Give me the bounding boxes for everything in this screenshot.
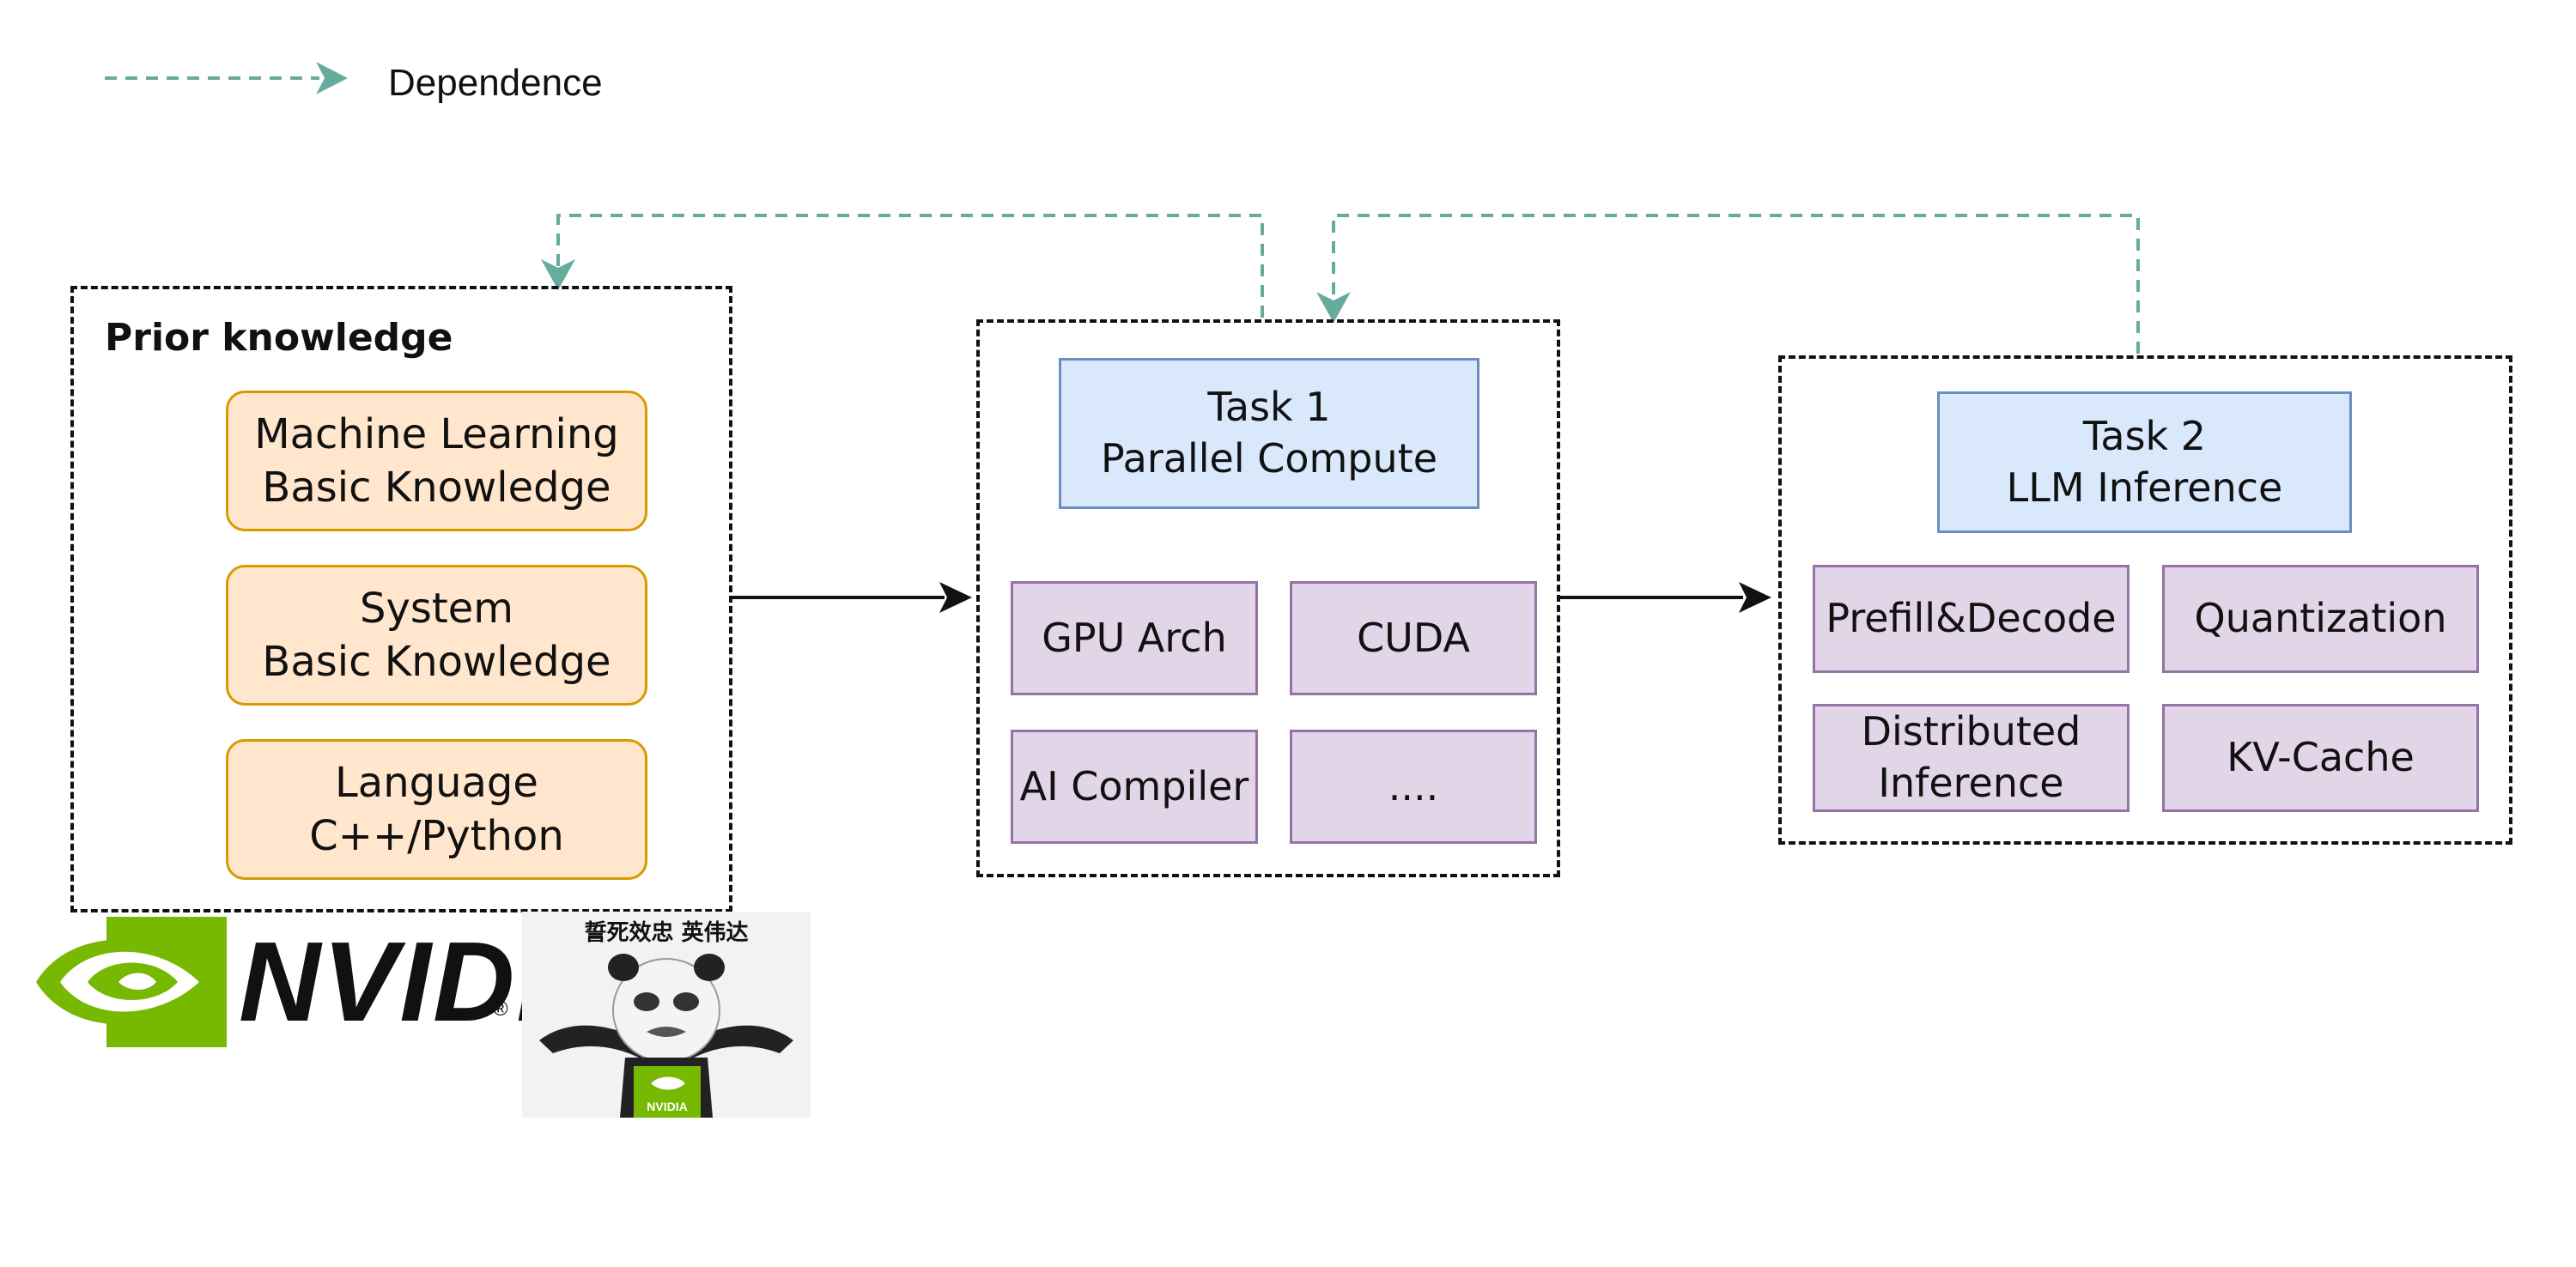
registered-mark: ® bbox=[493, 997, 508, 1021]
task2-item-distributed-inference: Distributed Inference bbox=[1813, 704, 2129, 812]
legend-label: Dependence bbox=[388, 62, 603, 104]
task1-item-cuda: CUDA bbox=[1290, 581, 1537, 695]
prior-item-system: System Basic Knowledge bbox=[226, 565, 647, 706]
nvidia-eye-icon bbox=[36, 917, 227, 1047]
prior-knowledge-title: Prior knowledge bbox=[105, 316, 453, 360]
task2-item-kv-cache: KV-Cache bbox=[2162, 704, 2479, 812]
task1-title-box: Task 1 Parallel Compute bbox=[1059, 358, 1479, 509]
task1-group bbox=[976, 319, 1560, 877]
prior-knowledge-group bbox=[70, 286, 732, 912]
task1-item-gpu-arch: GPU Arch bbox=[1011, 581, 1258, 695]
task1-item-ai-compiler: AI Compiler bbox=[1011, 730, 1258, 844]
panda-figure: NVIDIA bbox=[539, 954, 793, 1118]
nvidia-logo: NVIDIA ® bbox=[36, 917, 631, 1047]
prior-item-language: Language C++/Python bbox=[226, 739, 647, 880]
task2-title-box: Task 2 LLM Inference bbox=[1937, 391, 2352, 533]
prior-item-machine-learning: Machine Learning Basic Knowledge bbox=[226, 391, 647, 531]
task2-group bbox=[1778, 355, 2512, 845]
flow-arrowhead-task2 bbox=[1739, 582, 1771, 613]
dependence-arrowhead-task1 bbox=[1316, 292, 1351, 323]
task2-item-quantization: Quantization bbox=[2162, 565, 2479, 673]
panda-meme-image: 誓死效忠 英伟达 NVIDIA bbox=[522, 912, 811, 1118]
task2-item-prefill-decode: Prefill&Decode bbox=[1813, 565, 2129, 673]
legend-arrowhead bbox=[316, 62, 348, 94]
shirt-logo-text: NVIDIA bbox=[647, 1100, 687, 1113]
dependence-arrowhead-prior bbox=[541, 259, 575, 290]
task1-item-ellipsis: .... bbox=[1290, 730, 1537, 844]
flow-arrowhead-task1 bbox=[939, 582, 972, 613]
meme-caption: 誓死效忠 英伟达 bbox=[584, 920, 749, 946]
dependence-task1-to-prior bbox=[556, 214, 1264, 318]
dependence-task2-to-task1 bbox=[1332, 214, 2140, 354]
